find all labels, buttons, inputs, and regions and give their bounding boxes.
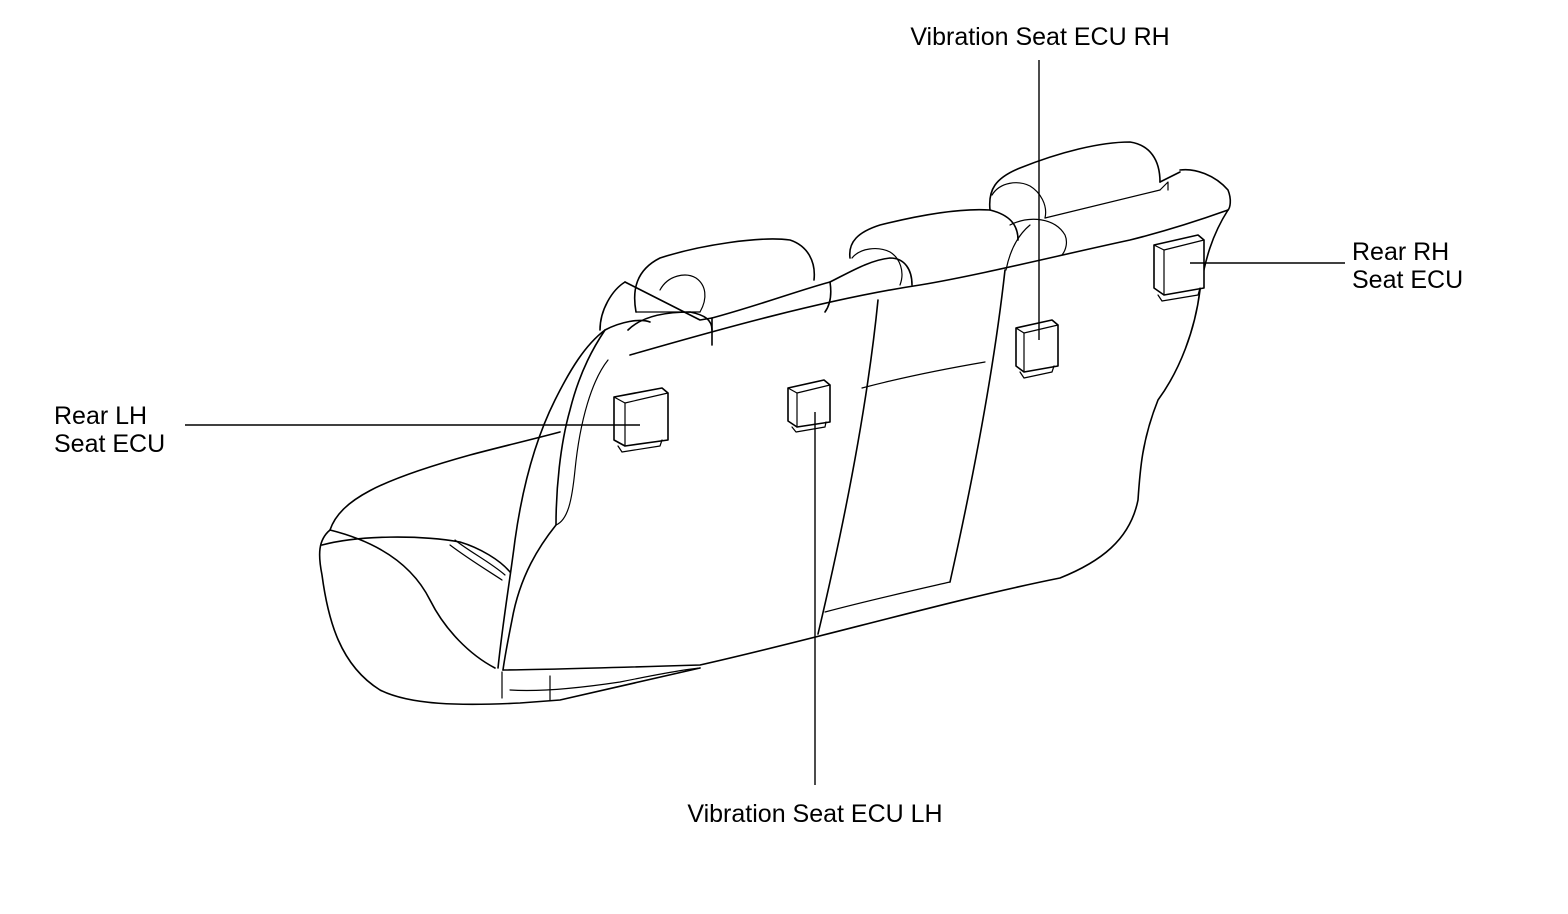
rear-lh-seat-ecu-box <box>613 387 669 453</box>
label-vibration-seat-ecu-rh: Vibration Seat ECU RH <box>910 23 1169 51</box>
label-rear-lh-seat-ecu: Rear LH Seat ECU <box>54 402 165 458</box>
label-rear-rh-seat-ecu-line2: Seat ECU <box>1352 266 1463 294</box>
seat-cushion <box>318 431 701 706</box>
rear-rh-seat-ecu-box <box>1153 234 1205 302</box>
seat-back <box>497 168 1232 671</box>
rear-seat-illustration <box>318 141 1232 706</box>
label-rear-lh-seat-ecu-line1: Rear LH <box>54 402 147 430</box>
vibration-seat-ecu-lh-box <box>787 379 831 433</box>
label-rear-rh-seat-ecu-line1: Rear RH <box>1352 238 1449 266</box>
label-vibration-seat-ecu-lh: Vibration Seat ECU LH <box>687 800 942 828</box>
headrest-center <box>849 208 1019 286</box>
label-rear-rh-seat-ecu: Rear RH Seat ECU <box>1352 238 1463 294</box>
headrest-left <box>633 238 816 313</box>
vibration-seat-ecu-rh-box <box>1015 319 1059 379</box>
headrest-right <box>988 141 1169 256</box>
label-rear-lh-seat-ecu-line2: Seat ECU <box>54 430 165 458</box>
